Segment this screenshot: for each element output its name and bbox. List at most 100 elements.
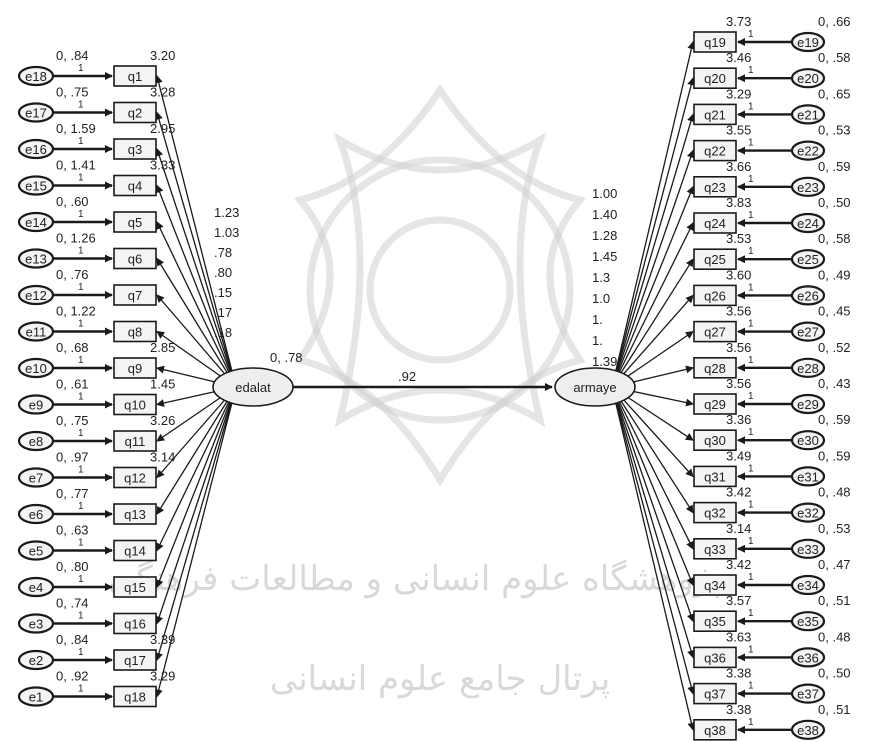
loading-path-q25 xyxy=(612,259,693,387)
right-indicator-q30: q301e303.360, .59 xyxy=(694,412,851,450)
error-weight: 1 xyxy=(78,501,84,512)
left-loading-value: .18 xyxy=(214,325,232,340)
error-variance: 0, .58 xyxy=(818,50,851,65)
error-variance: 0, .47 xyxy=(818,557,851,572)
error-variance: 0, .53 xyxy=(818,521,851,536)
right-loading-value: 1.40 xyxy=(592,207,617,222)
left-indicator-q16: e31q160, .74 xyxy=(19,596,156,634)
right-loading-value: 1.3 xyxy=(592,270,610,285)
error-label: e30 xyxy=(797,433,819,448)
error-variance: 0, .75 xyxy=(56,85,89,100)
error-weight: 1 xyxy=(748,644,754,655)
error-variance: 0, .84 xyxy=(56,632,89,647)
error-label: e4 xyxy=(29,580,43,595)
error-label: e21 xyxy=(797,107,819,122)
error-label: e19 xyxy=(797,35,819,50)
error-variance: 0, .59 xyxy=(818,448,851,463)
left-indicator-q5: e141q50, .60 xyxy=(19,194,156,232)
left-indicator-q1: e181q10, .843.20 xyxy=(19,48,175,86)
error-variance: 0, .92 xyxy=(56,669,89,684)
error-label: e15 xyxy=(25,179,47,194)
error-label: e18 xyxy=(25,69,47,84)
error-weight: 1 xyxy=(748,500,754,511)
item-label: q1 xyxy=(128,69,142,84)
left-indicator-q6: e131q60, 1.26 xyxy=(19,231,156,269)
right-indicator-q33: q331e333.140, .53 xyxy=(694,521,851,559)
error-variance: 0, .51 xyxy=(818,593,851,608)
item-intercept: 3.20 xyxy=(150,48,175,63)
error-variance: 0, .80 xyxy=(56,559,89,574)
error-label: e23 xyxy=(797,180,819,195)
error-weight: 1 xyxy=(78,209,84,220)
error-weight: 1 xyxy=(748,463,754,474)
left-loading-value: 1.03 xyxy=(214,225,239,240)
item-label: q22 xyxy=(704,144,726,159)
item-intercept: 3.83 xyxy=(726,195,751,210)
left-loading-value: .80 xyxy=(214,265,232,280)
error-label: e3 xyxy=(29,617,43,632)
error-variance: 0, 1.26 xyxy=(56,231,96,246)
item-intercept: 1.45 xyxy=(150,377,175,392)
item-label: q10 xyxy=(124,398,146,413)
item-label: q16 xyxy=(124,617,146,632)
right-indicator-q22: q221e223.550, .53 xyxy=(694,123,851,161)
item-intercept: 3.33 xyxy=(150,158,175,173)
error-variance: 0, .76 xyxy=(56,267,89,282)
error-weight: 1 xyxy=(78,355,84,366)
error-weight: 1 xyxy=(748,717,754,728)
error-variance: 0, .58 xyxy=(818,231,851,246)
error-label: e2 xyxy=(29,653,43,668)
error-label: e26 xyxy=(797,288,819,303)
item-intercept: 3.42 xyxy=(726,485,751,500)
error-variance: 0, .77 xyxy=(56,486,89,501)
error-variance: 0, .61 xyxy=(56,377,89,392)
item-label: q25 xyxy=(704,252,726,267)
item-intercept: 3.38 xyxy=(726,666,751,681)
right-indicator-q27: q271e273.560, .45 xyxy=(694,304,851,342)
item-intercept: 3.63 xyxy=(726,629,751,644)
item-intercept: 3.14 xyxy=(150,450,175,465)
item-intercept: 3.56 xyxy=(726,304,751,319)
error-weight: 1 xyxy=(748,29,754,40)
item-intercept: 3.66 xyxy=(726,159,751,174)
error-weight: 1 xyxy=(748,210,754,221)
item-intercept: 3.29 xyxy=(726,86,751,101)
item-label: q34 xyxy=(704,578,726,593)
error-variance: 0, .59 xyxy=(818,159,851,174)
item-label: q38 xyxy=(704,723,726,738)
item-label: q2 xyxy=(128,106,142,121)
item-intercept: 3.39 xyxy=(150,632,175,647)
error-variance: 0, .45 xyxy=(818,304,851,319)
error-variance: 0, .52 xyxy=(818,340,851,355)
item-label: q20 xyxy=(704,71,726,86)
right-indicator-q25: q251e253.530, .58 xyxy=(694,231,851,269)
left-indicator-q11: e81q110, .753.26 xyxy=(19,413,175,451)
error-label: e36 xyxy=(797,650,819,665)
item-label: q24 xyxy=(704,216,726,231)
item-intercept: 3.73 xyxy=(726,14,751,29)
error-variance: 0, .48 xyxy=(818,485,851,500)
error-variance: 0, .50 xyxy=(818,666,851,681)
error-weight: 1 xyxy=(748,355,754,366)
error-variance: 0, 1.59 xyxy=(56,121,96,136)
error-label: e11 xyxy=(26,325,47,340)
item-label: q17 xyxy=(124,653,146,668)
right-loading-value: 1.00 xyxy=(592,186,617,201)
loading-path-q33 xyxy=(612,387,693,549)
item-label: q36 xyxy=(704,650,726,665)
item-intercept: 3.56 xyxy=(726,376,751,391)
error-weight: 1 xyxy=(78,465,84,476)
error-weight: 1 xyxy=(78,173,84,184)
item-label: q8 xyxy=(128,325,142,340)
error-label: e9 xyxy=(29,398,43,413)
item-label: q12 xyxy=(124,471,146,486)
left-loading-value: .17 xyxy=(214,305,232,320)
right-indicator-q32: q321e323.420, .48 xyxy=(694,485,851,523)
